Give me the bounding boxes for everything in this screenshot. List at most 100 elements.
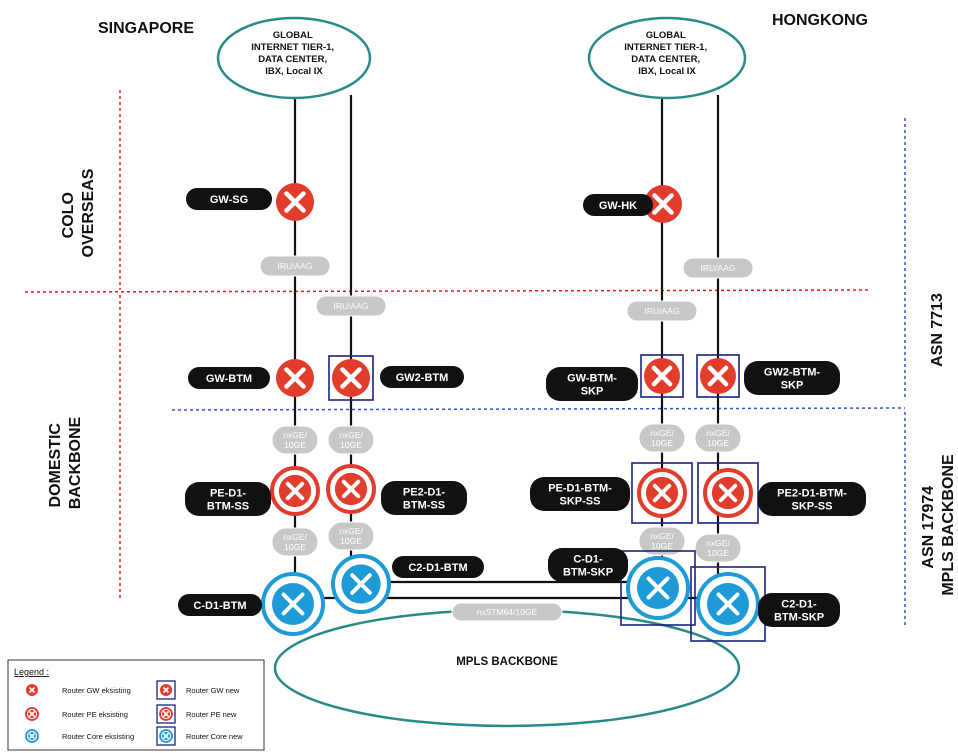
legend-pe-existing-label: Router PE eksisting	[62, 710, 128, 719]
label-c-d1-btm: C-D1-BTM	[178, 594, 262, 616]
legend-pe-new-icon	[156, 704, 176, 724]
legend-pe-new-label: Router PE new	[186, 710, 237, 719]
pill-label: IRU/AAG	[645, 306, 680, 316]
pill-nxge-4: nxGE/10GE	[694, 423, 742, 453]
label-c-d1-btm-skp: C-D1-BTM-SKP	[548, 548, 628, 582]
mpls-backbone-label: MPLS BACKBONE	[456, 656, 558, 668]
legend-title: Legend :	[14, 667, 49, 677]
legend-gw-new-label: Router GW new	[186, 686, 240, 695]
router-label-text: GW2-BTM	[396, 372, 449, 384]
zone-asn-7713: ASN 7713	[929, 293, 946, 367]
pill-label: nxGE/10GE	[339, 430, 363, 450]
router-gw-btm-skp-icon	[640, 354, 684, 398]
legend-core-existing-icon	[25, 729, 39, 743]
legend-core-existing-label: Router Core eksisting	[62, 732, 134, 741]
pill-nxge-5: nxGE/10GE	[271, 527, 319, 557]
router-c-d1-btm-icon	[261, 572, 325, 636]
legend-core-new-label: Router Core new	[186, 732, 243, 741]
router-c-d1-btm-skp-icon	[620, 550, 696, 626]
pill-iru-sg-2: IRU/AAG	[315, 295, 387, 317]
pill-nxge-7: nxGE/10GE	[638, 526, 686, 556]
router-label-text: PE2-D1-BTM-SS	[403, 487, 446, 512]
label-gw2-btm: GW2-BTM	[380, 366, 464, 388]
label-pe-d1-btm-skp-ss: PE-D1-BTM-SKP-SS	[530, 477, 630, 511]
legend-pe-existing-icon	[25, 707, 39, 721]
router-gw2-btm-skp-icon	[696, 354, 740, 398]
label-pe2-d1-btm-ss: PE2-D1-BTM-SS	[381, 481, 467, 515]
label-gw-hk: GW-HK	[583, 194, 653, 216]
router-gw-sg-icon	[276, 183, 314, 221]
pill-iru-hk: IRU/AAG	[626, 300, 698, 322]
router-label-text: GW-BTM-SKP	[567, 373, 617, 398]
asn-separator	[171, 407, 906, 411]
pill-nxge-2: nxGE/10GE	[327, 425, 375, 455]
pill-label: IRU/AAG	[334, 301, 369, 311]
pill-label: nxGE/10GE	[650, 428, 674, 448]
router-label-text: PE-D1-BTM-SS	[207, 488, 249, 513]
pill-label: IRU/AAG	[278, 261, 313, 271]
legend-core-new-icon	[156, 726, 176, 746]
label-gw-btm: GW-BTM	[188, 367, 270, 389]
label-gw2-btm-skp: GW2-BTM-SKP	[744, 361, 840, 395]
routers	[261, 183, 766, 642]
pill-nxge-3: nxGE/10GE	[638, 423, 686, 453]
label-c2-d1-btm-skp: C2-D1-BTM-SKP	[758, 593, 840, 627]
link-pills: IRU/AAG IRU/AAG IRU/AAG IRU/AAG nxGE/10GE nxG…	[259, 255, 754, 622]
pill-stm: nxSTM64/10GE	[451, 602, 563, 622]
router-label-text: C2-D1-BTM	[408, 562, 467, 574]
router-label-text: C2-D1-BTM-SKP	[774, 599, 824, 624]
router-pe-d1-btm-ss-icon	[270, 466, 320, 516]
router-pe2-d1-btm-ss-icon	[326, 464, 376, 514]
zone-asn-17974: ASN 17974 MPLS BACKBONE	[920, 454, 957, 596]
router-gw2-btm-icon	[328, 355, 374, 401]
pill-nxge-1: nxGE/10GE	[271, 425, 319, 455]
router-labels: GW-SG GW-HK GW-BTM GW2-BTM GW-BTM-SKP GW2-BTM…	[178, 188, 866, 627]
router-label-text: C-D1-BTM-SKP	[563, 554, 613, 579]
pill-label: nxGE/10GE	[650, 531, 674, 551]
mpls-backbone-cloud	[273, 608, 741, 728]
pill-label: nxSTM64/10GE	[477, 607, 538, 617]
router-label-text: PE2-D1-BTM-SKP-SS	[777, 488, 847, 513]
router-label-text: GW-BTM	[206, 373, 252, 385]
pill-iru-sg: IRU/AAG	[259, 255, 331, 277]
pill-label: nxGE/10GE	[706, 538, 730, 558]
zone-domestic-backbone: DOMESTIC BACKBONE	[47, 416, 84, 509]
svg-text:GLOBAL INTERNET TIER-1,: GLOBAL INTERNET TIER-1, DATA CENTER, IBX…	[624, 30, 710, 77]
label-pe2-d1-btm-skp-ss: PE2-D1-BTM-SKP-SS	[758, 482, 866, 516]
legend-gw-existing-icon	[26, 684, 38, 696]
router-c2-d1-btm-skp-icon	[690, 566, 766, 642]
legend-gw-existing-label: Router GW eksisting	[62, 686, 131, 695]
router-label-text: GW2-BTM-SKP	[764, 367, 821, 392]
router-label-text: GW-HK	[599, 200, 637, 212]
region-singapore: SINGAPORE	[98, 20, 194, 37]
pill-iru-hk-2: IRU/AAG	[682, 257, 754, 279]
router-c2-d1-btm-icon	[331, 554, 391, 614]
router-gw-btm-icon	[276, 359, 314, 397]
label-pe-d1-btm-ss: PE-D1-BTM-SS	[185, 482, 271, 516]
region-hongkong: HONGKONG	[772, 12, 868, 29]
cloud-singapore: GLOBAL INTERNET TIER-1, DATA CENTER, IBX…	[216, 16, 372, 100]
pill-label: nxGE/10GE	[283, 430, 307, 450]
svg-text:GLOBAL INTERNET TIER-1,: GLOBAL INTERNET TIER-1, DATA CENTER, IBX…	[251, 30, 337, 77]
router-label-text: PE-D1-BTM-SKP-SS	[548, 483, 612, 508]
label-gw-sg: GW-SG	[186, 188, 272, 210]
legend: Legend : Router GW eksisting Router GW new…	[7, 659, 265, 751]
pill-label: nxGE/10GE	[706, 428, 730, 448]
colo-domestic-separator	[24, 289, 871, 293]
label-c2-d1-btm: C2-D1-BTM	[392, 556, 484, 578]
router-pe2-d1-btm-skp-ss-icon	[697, 462, 759, 524]
legend-gw-new-icon	[156, 680, 176, 700]
cloud-hongkong: GLOBAL INTERNET TIER-1, DATA CENTER, IBX…	[587, 16, 747, 100]
pill-nxge-6: nxGE/10GE	[327, 521, 375, 551]
pill-nxge-8: nxGE/10GE	[694, 533, 742, 563]
router-pe-d1-btm-skp-ss-icon	[631, 462, 693, 524]
zone-colo-overseas: COLO OVERSEAS	[60, 168, 97, 257]
label-gw-btm-skp: GW-BTM-SKP	[546, 367, 638, 401]
pill-label: IRU/AAG	[701, 263, 736, 273]
pill-label: nxGE/10GE	[339, 526, 363, 546]
pill-label: nxGE/10GE	[283, 532, 307, 552]
router-gw-hk-icon	[644, 185, 682, 223]
router-label-text: GW-SG	[210, 194, 248, 206]
router-label-text: C-D1-BTM	[193, 600, 246, 612]
